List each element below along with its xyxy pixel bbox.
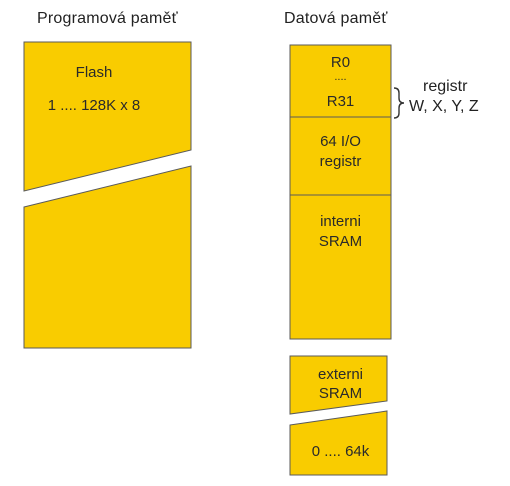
internal-sram-line1: interni — [320, 213, 361, 230]
register-r31-label: R31 — [326, 93, 355, 110]
register-brace — [393, 87, 405, 119]
program-memory-title: Programová paměť — [37, 10, 178, 27]
io-register-block — [289, 116, 392, 196]
flash-size-label: 1 .... 128K x 8 — [47, 97, 141, 114]
internal-sram-block — [289, 194, 392, 340]
register-dots-label: .... — [334, 71, 347, 83]
external-sram-upper-block — [289, 355, 388, 415]
io-register-line1: 64 I/O — [320, 133, 361, 150]
external-sram-line1: externi — [317, 366, 364, 383]
flash-lower-block — [23, 165, 192, 349]
register-r0-label: R0 — [330, 54, 351, 71]
external-range-label: 0 .... 64k — [311, 443, 370, 460]
register-note-line1: registr — [423, 78, 468, 95]
flash-label: Flash — [75, 64, 113, 81]
external-sram-lower-block — [289, 410, 388, 476]
register-file-block — [289, 44, 392, 118]
register-note-line2: W, X, Y, Z — [409, 98, 479, 115]
external-sram-line2: SRAM — [318, 385, 363, 402]
flash-upper-block — [23, 41, 192, 192]
internal-sram-line2: SRAM — [318, 233, 363, 250]
io-register-line2: registr — [319, 153, 362, 170]
data-memory-title: Datová paměť — [284, 10, 388, 27]
